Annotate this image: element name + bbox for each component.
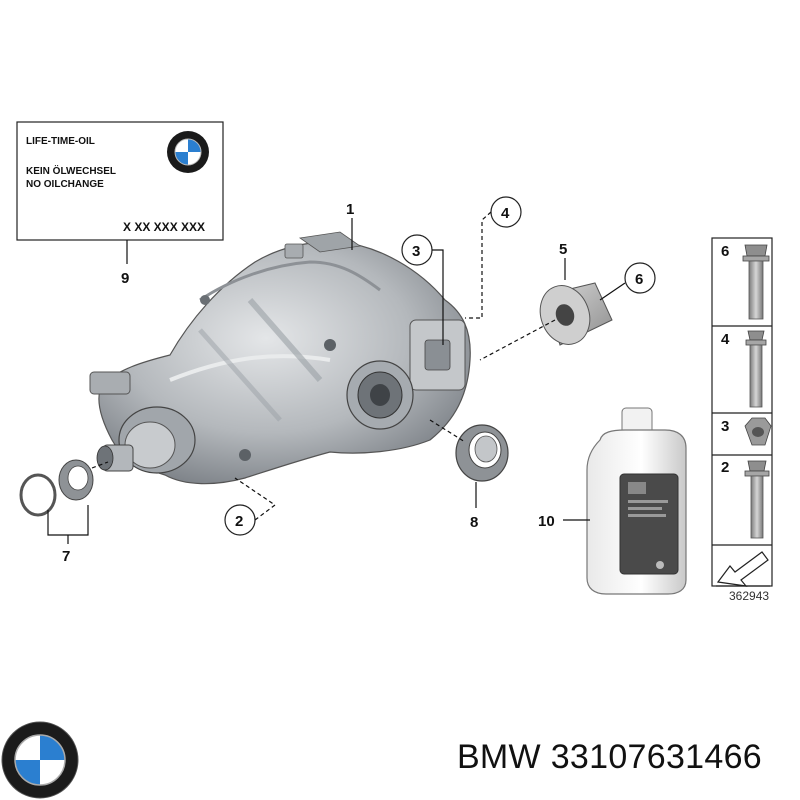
label-line-no-oilchange: NO OILCHANGE	[26, 179, 104, 190]
label-line-kein-oelwechsel: KEIN ÖLWECHSEL	[26, 164, 116, 177]
hardware-item-3: 3	[721, 417, 772, 446]
rubber-bushing	[539, 282, 613, 346]
callout-4: 4	[501, 205, 510, 222]
oil-label-card: LIFE-TIME-OIL KEIN ÖLWECHSEL NO OILCHANG…	[16, 121, 224, 241]
callout-3: 3	[412, 243, 420, 260]
callout-9: 9	[121, 270, 129, 287]
direction-arrow-icon	[716, 551, 770, 587]
brand-part-number-caption: BMW 33107631466	[456, 738, 762, 776]
hardware-panel: 6 4 3 2	[711, 237, 773, 587]
bmw-logo-icon	[167, 131, 209, 173]
callout-7: 7	[62, 548, 70, 565]
hardware-item-6: 6	[721, 243, 770, 320]
callout-6: 6	[635, 271, 643, 288]
oil-bottle	[586, 407, 687, 595]
hardware-label-3: 3	[721, 418, 729, 435]
circlip-and-seal	[19, 459, 94, 517]
diagram-reference-number: 362943	[729, 589, 769, 603]
callout-8: 8	[470, 514, 478, 531]
callout-5: 5	[559, 241, 567, 258]
label-part-code: X XX XXX XXX	[123, 220, 205, 234]
callout-10: 10	[538, 513, 555, 530]
hardware-item-2: 2	[721, 459, 770, 539]
hardware-label-4: 4	[721, 331, 730, 348]
hardware-label-6: 6	[721, 243, 729, 260]
callout-2: 2	[235, 513, 243, 530]
callout-1: 1	[346, 201, 354, 218]
shaft-seal-ring	[455, 424, 509, 482]
label-line-lifetime-oil: LIFE-TIME-OIL	[26, 136, 95, 147]
hardware-label-2: 2	[721, 459, 729, 476]
callout-6-ring	[624, 262, 656, 294]
hardware-item-4: 4	[721, 330, 767, 408]
bmw-roundel-logo-icon	[1, 721, 79, 799]
differential-housing	[89, 231, 471, 485]
